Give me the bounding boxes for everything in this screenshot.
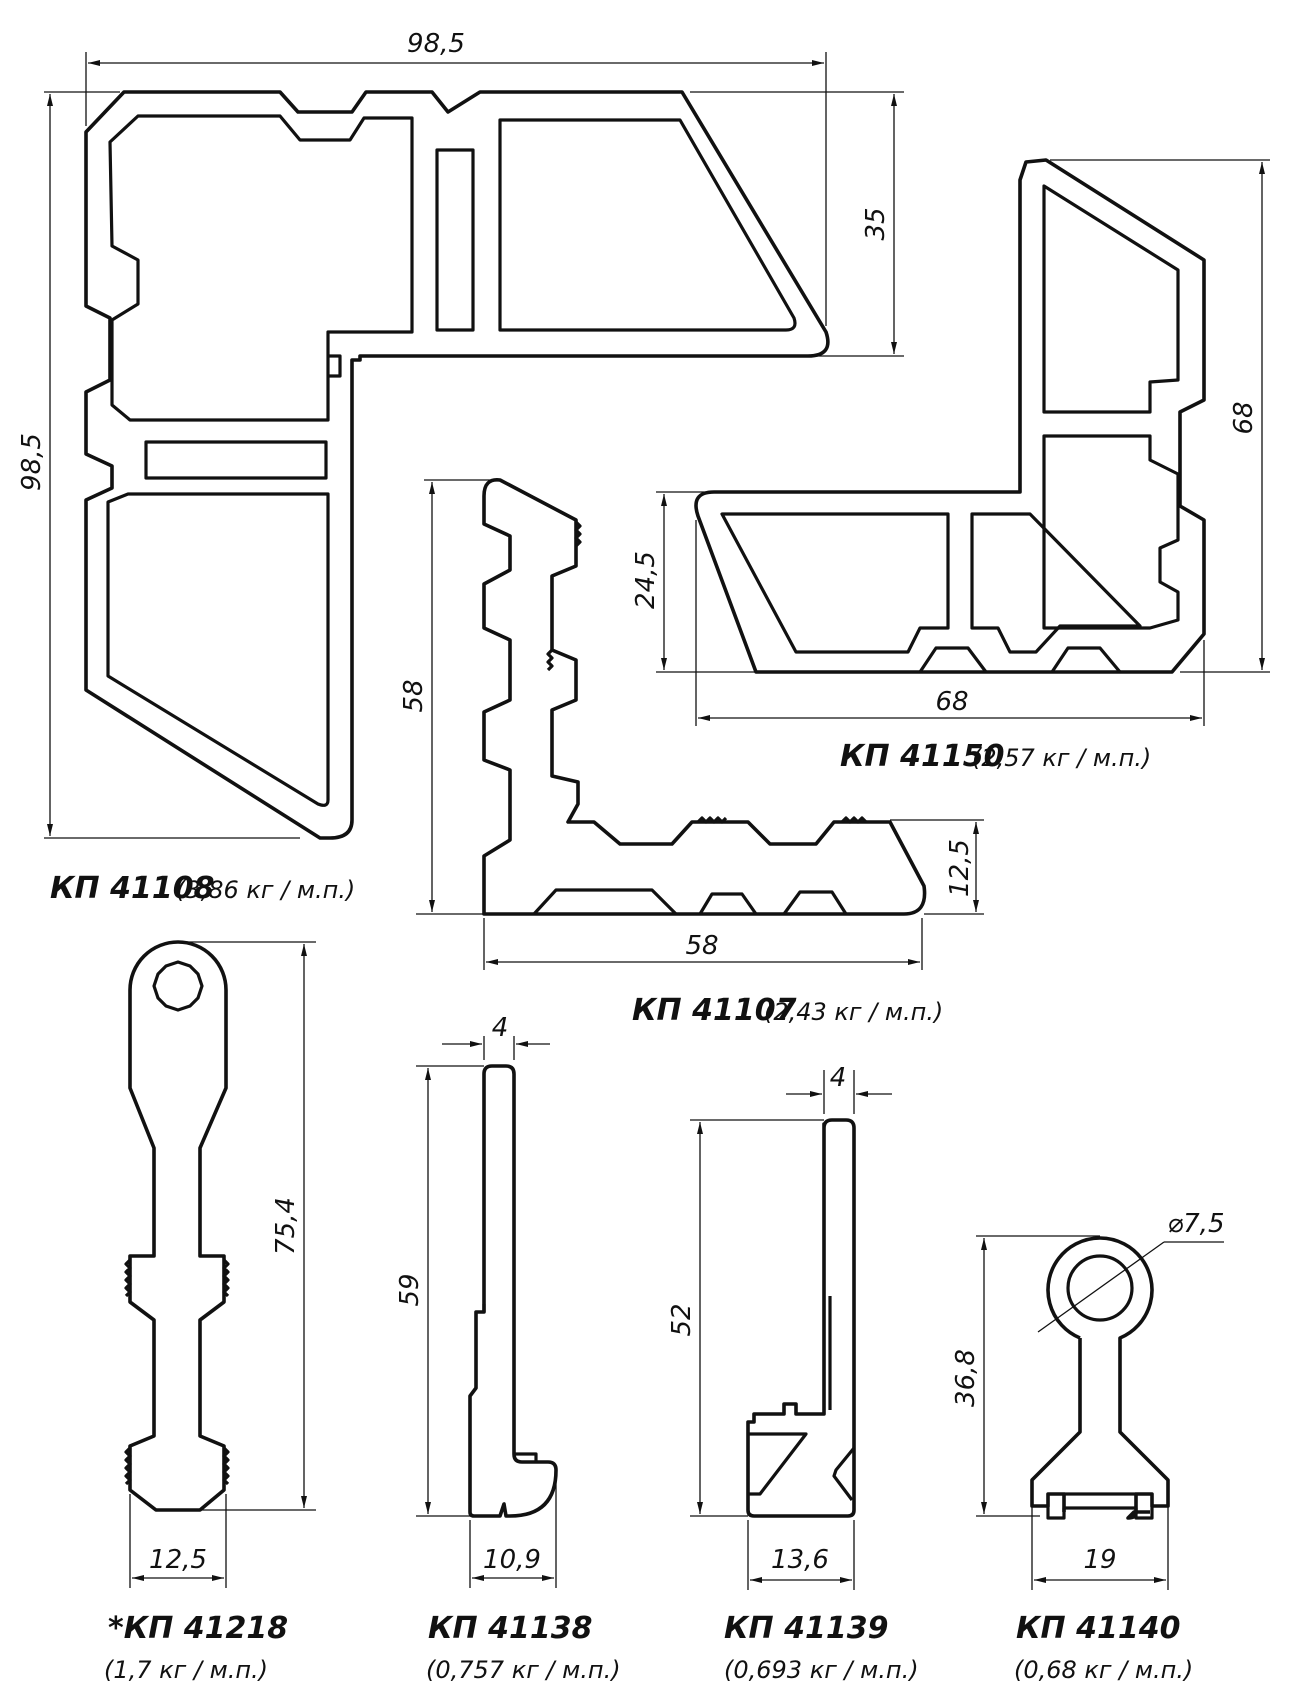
kp41108-weight: (3,86 кг / м.п.): [176, 876, 355, 904]
kp41107-bottom-grooves: [532, 888, 848, 916]
kp41139-outline: [746, 1118, 856, 1518]
dim-width-value: 10,9: [483, 1545, 541, 1575]
kp41108-step: [328, 354, 342, 378]
profile-kp41150: [694, 158, 1206, 674]
kp41138-dimensions: 4 59 10,9: [395, 1013, 557, 1588]
kp41140-weight: (0,68 кг / м.п.): [1014, 1656, 1193, 1684]
kp41150-cavity-vertical-top: [1042, 184, 1180, 414]
dim-height-value: 52: [667, 1303, 697, 1336]
dim-width-value: 58: [685, 931, 718, 961]
kp41107-serrations: [546, 520, 868, 824]
kp41150-bottom-grooves: [918, 646, 1122, 674]
profile-kp41218: [124, 940, 230, 1512]
kp41140-base: [1046, 1492, 1154, 1520]
kp41150-code: КП 41150: [840, 739, 1004, 774]
kp41108-cavity-top-right: [498, 118, 797, 332]
profile-kp41138: [468, 1064, 558, 1518]
kp41139-code: КП 41139: [724, 1611, 888, 1646]
kp41107-weight: (2,43 кг / м.п.): [764, 998, 943, 1026]
kp41140-code: КП 41140: [1016, 1611, 1180, 1646]
kp41108-code: КП 41108: [50, 871, 214, 906]
kp41108-cavity-bottom: [106, 492, 330, 807]
profile-kp41107: [482, 478, 927, 916]
kp41140-bore: [1066, 1254, 1134, 1322]
kp41108-dimensions: 98,5 98,5 35: [17, 29, 904, 839]
kp41108-cavity-top-left: [108, 114, 414, 422]
kp41218-weight: (1,7 кг / м.п.): [104, 1656, 268, 1684]
profile-kp41139: [746, 1118, 856, 1518]
dim-height-value: 59: [395, 1273, 425, 1306]
dim-diameter-value: ⌀7,5: [1167, 1209, 1224, 1239]
kp41140-outline: [1030, 1236, 1170, 1520]
kp41139-dimensions: 4 52 13,6: [667, 1063, 892, 1590]
dim-wall-value: 4: [830, 1063, 847, 1093]
dim-height-value: 98,5: [17, 433, 47, 491]
dim-width-value: 12,5: [149, 1545, 207, 1575]
kp41108-cavity-slot-vertical: [435, 148, 475, 332]
kp41108-cavity-slot-horizontal: [144, 440, 328, 480]
profile-kp41140: [1030, 1236, 1170, 1520]
kp41218-hole: [152, 960, 204, 1012]
kp41150-cavity-mid: [970, 512, 1142, 654]
kp41150-dimensions: 68 24,5 68: [631, 159, 1270, 726]
dim-width-value: 19: [1083, 1545, 1116, 1575]
dim-width-value: 68: [935, 687, 968, 717]
kp41138-outline: [468, 1064, 558, 1518]
dim-depth-value: 35: [861, 207, 891, 240]
dim-thickness-value: 24,5: [631, 551, 661, 609]
kp41107-dimensions: 58 58 12,5: [399, 479, 984, 970]
kp41138-detail: [482, 1304, 538, 1462]
kp41150-cavity-vertical-bottom: [1042, 434, 1180, 630]
dim-width-value: 13,6: [771, 1545, 829, 1575]
kp41138-code: КП 41138: [428, 1611, 592, 1646]
dim-height-value: 58: [399, 679, 429, 712]
dim-height-value: 68: [1229, 401, 1259, 434]
dim-height-value: 75,4: [271, 1197, 301, 1255]
dim-thickness-value: 12,5: [945, 839, 975, 897]
kp41150-weight: (2,57 кг / м.п.): [972, 744, 1151, 772]
dim-height-value: 36,8: [951, 1349, 981, 1407]
kp41218-code: *КП 41218: [108, 1611, 288, 1646]
kp41218-dimensions: 75,4 12,5: [129, 941, 316, 1588]
dim-wall-value: 4: [492, 1013, 509, 1043]
kp41139-weight: (0,693 кг / м.п.): [724, 1656, 919, 1684]
kp41218-outline: [128, 940, 228, 1512]
kp41138-weight: (0,757 кг / м.п.): [426, 1656, 621, 1684]
kp41108-outline: [84, 90, 830, 840]
kp41140-dimensions: 36,8 19 ⌀7,5: [951, 1209, 1225, 1590]
dim-line-diameter: [1037, 1241, 1165, 1333]
kp41139-detail: [748, 1296, 856, 1501]
kp41150-cavity-left: [720, 512, 950, 654]
kp41218-serrations: [124, 1258, 230, 1486]
kp41107-outline: [482, 478, 927, 916]
kp41107-code: КП 41107: [632, 993, 797, 1028]
dim-width-value: 98,5: [407, 29, 465, 59]
profile-kp41108: [84, 90, 830, 840]
